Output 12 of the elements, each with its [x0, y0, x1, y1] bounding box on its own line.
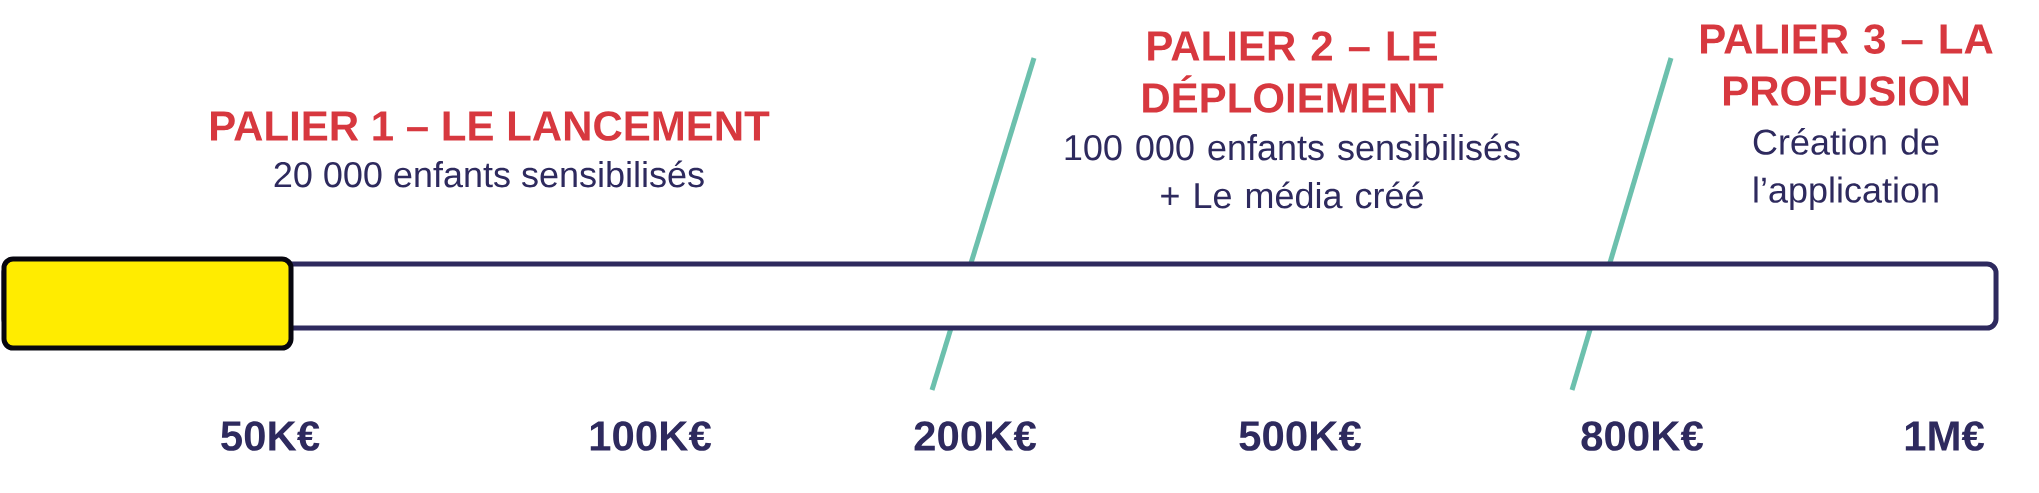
amount-label: 50K€	[221, 421, 320, 451]
amount-label: 800K€	[1581, 421, 1704, 451]
description: 20 000 enfants sensibilisés	[274, 160, 704, 188]
amount-label: 200K€	[914, 421, 1037, 451]
amount-label: 100K€	[590, 421, 712, 451]
heading: PALIER 1 – LE LANCEMENT	[211, 111, 770, 141]
description: 100 000 enfants sensibilisés + Le média créé	[1065, 133, 1520, 209]
heading: PALIER 2 – LE DÉPLOIEMENT	[1143, 31, 1444, 113]
heading: PALIER 3 – LA PROFUSION	[1701, 24, 1993, 106]
amount-label: 500K€	[1239, 421, 1362, 451]
amount-label: 1M€	[1905, 421, 1985, 451]
description: Création de l’application	[1753, 128, 1939, 210]
